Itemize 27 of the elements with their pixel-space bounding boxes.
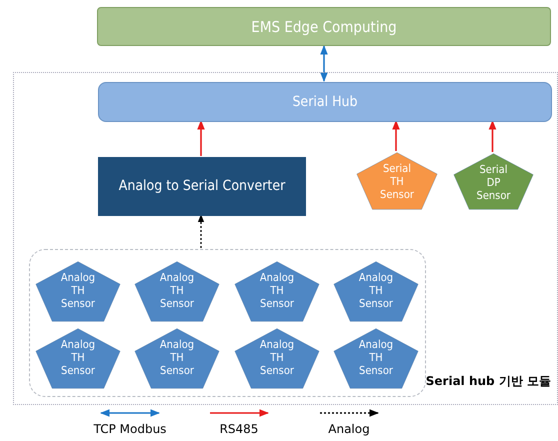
sensor-label: Serial TH Sensor <box>379 161 415 204</box>
module-frame <box>13 72 558 405</box>
legend-label: Analog <box>328 422 370 436</box>
arrow <box>488 120 496 152</box>
box-label: EMS Edge Computing <box>250 18 398 36</box>
sensor-label: Analog TH Sensor <box>258 337 296 380</box>
legend-label: TCP Modbus <box>94 422 166 436</box>
arrow <box>320 45 328 82</box>
arrow <box>392 120 400 151</box>
module-label: Serial hub 기반 모듈 <box>426 373 551 390</box>
sensor-label: Analog TH Sensor <box>60 337 96 380</box>
converter-box <box>98 157 306 216</box>
sensor-label: Analog TH Sensor <box>158 337 196 380</box>
sensor-label: Analog TH Sensor <box>358 270 394 312</box>
computing-box <box>97 7 551 46</box>
arrow <box>197 120 205 156</box>
sensor-label: Analog TH Sensor <box>60 270 96 312</box>
box-label: Serial Hub <box>291 94 359 110</box>
sensor-label: Analog TH Sensor <box>358 337 394 380</box>
sensor-label: Serial DP Sensor <box>476 162 512 204</box>
arrow <box>198 214 204 248</box>
box-label: Analog to Serial Converter <box>118 178 286 195</box>
legend-label: RS485 <box>220 422 258 436</box>
hub-box <box>98 82 552 122</box>
sensor-label: Analog TH Sensor <box>258 270 296 312</box>
sensor-group-frame <box>29 249 426 397</box>
sensor-label: Analog TH Sensor <box>158 270 196 312</box>
